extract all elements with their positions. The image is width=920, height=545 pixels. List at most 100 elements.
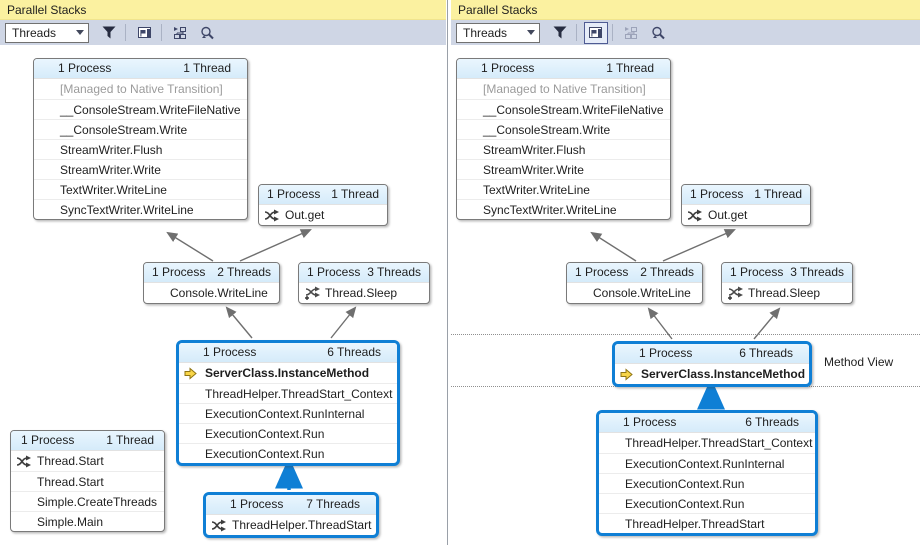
stack-box-header: 1 Process 1 Thread bbox=[259, 185, 387, 205]
filter-funnel-icon bbox=[553, 26, 567, 39]
panel-title-bar[interactable]: Parallel Stacks bbox=[0, 0, 446, 20]
stack-frame[interactable]: __ConsoleStream.Write bbox=[457, 119, 670, 139]
process-count: 1 Process bbox=[267, 187, 321, 201]
view-selector-value: Threads bbox=[12, 25, 57, 40]
stack-frame[interactable]: Console.WriteLine bbox=[170, 286, 268, 300]
stack-box-method-view: 1 Process 6 Threads ServerClass.Instance… bbox=[612, 341, 812, 387]
stack-frame[interactable]: ExecutionContext.RunInternal bbox=[179, 403, 397, 423]
stack-box-writeline: 1 Process 1 Thread [Managed to Native Tr… bbox=[33, 58, 248, 220]
process-count: 1 Process bbox=[203, 345, 257, 359]
parallel-stacks-panel-left: Parallel Stacks Threads bbox=[0, 0, 446, 545]
view-selector-combo[interactable]: Threads bbox=[456, 22, 540, 43]
thread-count: 1 Thread bbox=[754, 187, 802, 201]
stack-frame[interactable]: ThreadHelper.ThreadStart_Context bbox=[625, 436, 813, 450]
call-arrow bbox=[590, 231, 637, 262]
thread-count: 6 Threads bbox=[739, 346, 793, 360]
stack-frame[interactable]: ExecutionContext.Run bbox=[599, 473, 815, 493]
stack-frame[interactable]: Console.WriteLine bbox=[593, 286, 691, 300]
current-frame-icon bbox=[184, 366, 200, 380]
zoom-search-icon bbox=[201, 26, 214, 39]
stack-frame[interactable]: ExecutionContext.Run bbox=[179, 423, 397, 443]
toolbar: Threads bbox=[451, 20, 920, 45]
toggle-method-view-button[interactable] bbox=[584, 21, 608, 44]
panel-splitter[interactable] bbox=[447, 0, 448, 545]
stack-frame[interactable]: StreamWriter.Flush bbox=[34, 139, 247, 159]
stack-box-header: 1 Process 6 Threads bbox=[179, 343, 397, 363]
stack-frame[interactable]: ThreadHelper.ThreadStart_Context bbox=[179, 383, 397, 403]
stack-frame[interactable]: StreamWriter.Write bbox=[457, 159, 670, 179]
thread-count: 1 Thread bbox=[331, 187, 379, 201]
thread-count: 7 Threads bbox=[306, 497, 360, 511]
stack-frame[interactable]: __ConsoleStream.WriteFileNative bbox=[457, 99, 670, 119]
stack-frame[interactable]: StreamWriter.Write bbox=[34, 159, 247, 179]
process-count: 1 Process bbox=[690, 187, 744, 201]
toolbar-separator bbox=[576, 24, 577, 41]
stack-frame[interactable]: TextWriter.WriteLine bbox=[457, 179, 670, 199]
process-count: 1 Process bbox=[730, 265, 784, 279]
filter-flagged-button[interactable] bbox=[548, 22, 572, 44]
stack-frame[interactable]: __ConsoleStream.WriteFileNative bbox=[34, 99, 247, 119]
thread-count: 1 Thread bbox=[183, 61, 231, 75]
stack-box-header: 1 Process 1 Thread bbox=[34, 59, 247, 79]
stack-frame[interactable]: StreamWriter.Flush bbox=[457, 139, 670, 159]
stack-frame[interactable]: Simple.CreateThreads bbox=[11, 491, 164, 511]
stacks-canvas: 1 Process 1 Thread [Managed to Native Tr… bbox=[0, 45, 446, 545]
current-frame-icon bbox=[620, 367, 636, 381]
stack-frame[interactable]: Thread.Start bbox=[11, 471, 164, 491]
threads-icon bbox=[687, 208, 703, 222]
process-count: 1 Process bbox=[58, 61, 112, 75]
stack-box-out-get: 1 Process 1 Thread Out.get bbox=[258, 184, 388, 226]
threads-icon bbox=[211, 518, 227, 532]
stack-frame-current[interactable]: ServerClass.InstanceMethod bbox=[615, 364, 809, 384]
toggle-zoom-control-button[interactable] bbox=[196, 22, 220, 44]
stack-box-header: 1 Process 3 Threads bbox=[722, 263, 852, 283]
stack-frame[interactable]: SyncTextWriter.WriteLine bbox=[457, 199, 670, 219]
autoscroll-button[interactable] bbox=[169, 22, 193, 44]
method-view-icon bbox=[589, 26, 602, 38]
view-selector-value: Threads bbox=[463, 25, 508, 40]
autoscroll-icon bbox=[625, 26, 637, 39]
stacks-canvas: 1 Process 1 Thread [Managed to Native Tr… bbox=[451, 45, 920, 545]
stack-frame[interactable]: Simple.Main bbox=[11, 511, 164, 531]
stack-box-header: 1 Process 1 Thread bbox=[682, 185, 810, 205]
thread-count: 1 Thread bbox=[606, 61, 654, 75]
stack-frame[interactable]: __ConsoleStream.Write bbox=[34, 119, 247, 139]
stack-frame[interactable]: Thread.Sleep bbox=[722, 283, 852, 303]
stack-box-thread-sleep: 1 Process 3 Threads Thread.Sleep bbox=[298, 262, 430, 304]
stack-frame[interactable]: Out.get bbox=[682, 205, 810, 225]
call-arrow bbox=[330, 306, 357, 339]
stack-box-console-writeline: 1 Process 2 Threads Console.WriteLine bbox=[143, 262, 280, 304]
thread-count: 6 Threads bbox=[745, 415, 799, 429]
stack-frame[interactable]: ExecutionContext.Run bbox=[179, 443, 397, 463]
stack-frame[interactable]: ExecutionContext.RunInternal bbox=[599, 453, 815, 473]
process-count: 1 Process bbox=[623, 415, 677, 429]
call-arrow bbox=[239, 229, 312, 262]
parallel-stacks-panel-right: Parallel Stacks Threads bbox=[451, 0, 920, 545]
stack-box-writeline: 1 Process 1 Thread [Managed to Native Tr… bbox=[456, 58, 671, 220]
stack-frame[interactable]: ThreadHelper.ThreadStart bbox=[206, 515, 376, 535]
view-selector-combo[interactable]: Threads bbox=[5, 22, 89, 43]
stack-frame[interactable]: ThreadHelper.ThreadStart bbox=[599, 513, 815, 533]
autoscroll-icon bbox=[174, 26, 186, 39]
stack-frame-current[interactable]: ServerClass.InstanceMethod bbox=[179, 363, 397, 383]
stack-frame[interactable]: [Managed to Native Transition] bbox=[60, 82, 223, 96]
stack-frame[interactable]: ExecutionContext.Run bbox=[599, 493, 815, 513]
stack-box-server-class: 1 Process 6 Threads ServerClass.Instance… bbox=[176, 340, 400, 466]
stack-frame[interactable]: Thread.Start bbox=[11, 451, 164, 471]
filter-flagged-button[interactable] bbox=[97, 22, 121, 44]
stack-box-header: 1 Process 2 Threads bbox=[144, 263, 279, 283]
stack-box-header: 1 Process 6 Threads bbox=[599, 413, 815, 433]
stack-frame[interactable]: Out.get bbox=[259, 205, 387, 225]
process-count: 1 Process bbox=[307, 265, 361, 279]
stack-frame[interactable]: TextWriter.WriteLine bbox=[34, 179, 247, 199]
chevron-down-icon bbox=[76, 30, 84, 35]
method-view-icon bbox=[138, 26, 151, 38]
toggle-zoom-control-button[interactable] bbox=[647, 22, 671, 44]
stack-frame[interactable]: Thread.Sleep bbox=[299, 283, 429, 303]
toolbar: Threads bbox=[0, 20, 446, 45]
toggle-method-view-button[interactable] bbox=[133, 22, 157, 44]
stack-frame[interactable]: SyncTextWriter.WriteLine bbox=[34, 199, 247, 219]
stack-frame[interactable]: [Managed to Native Transition] bbox=[483, 82, 646, 96]
panel-title-bar[interactable]: Parallel Stacks bbox=[451, 0, 920, 20]
